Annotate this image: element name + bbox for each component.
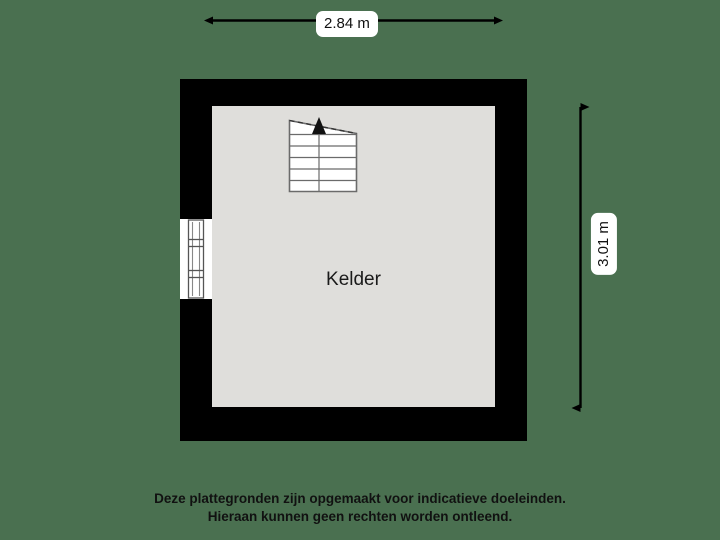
room-label-kelder: Kelder	[326, 269, 381, 290]
floorplan-basement: Kelder	[180, 79, 527, 441]
window-icon	[180, 219, 212, 299]
disclaimer-line-1: Deze plattegronden zijn opgemaakt voor i…	[154, 491, 566, 506]
disclaimer-line-2: Hieraan kunnen geen rechten worden ontle…	[207, 509, 513, 525]
stairs-up-icon	[288, 107, 358, 193]
dimension-label-width: 2.84 m	[316, 11, 378, 37]
disclaimer-text: Deze plattegronden zijn opgemaakt voor i…	[0, 490, 720, 526]
dimension-label-height: 3.01 m	[590, 213, 617, 275]
